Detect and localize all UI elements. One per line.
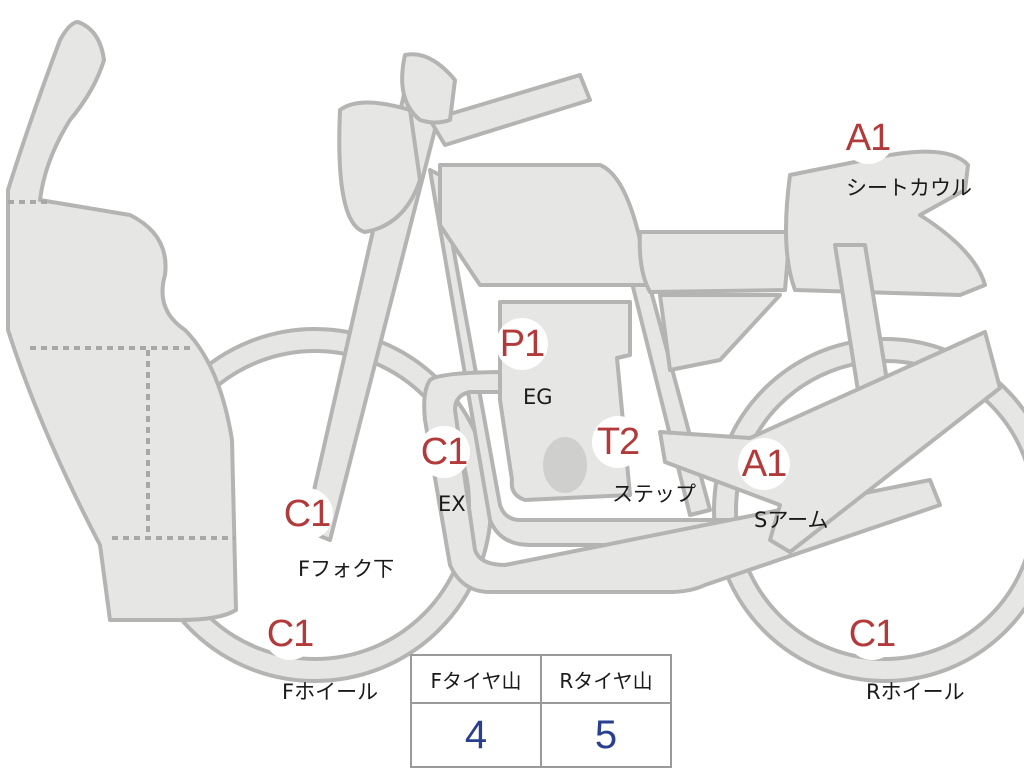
rear-wheel-code-badge: C1 (846, 608, 898, 660)
front-wheel-code-badge: C1 (264, 608, 316, 660)
step-label: ステップ (612, 482, 696, 506)
handlebar-shape (428, 73, 592, 147)
tire-tread-table: Fタイヤ山 Rタイヤ山 4 5 (410, 654, 672, 768)
headlight-shape (337, 100, 422, 234)
front-fork-label: Fフォク下 (298, 557, 395, 581)
swingarm-shape (658, 330, 1002, 554)
rear-tread-value: 5 (540, 702, 672, 768)
front-wheel-label: Fホイール (282, 680, 379, 704)
seat-cowl-label: シートカウル (846, 176, 972, 200)
fuel-tank-shape (438, 163, 652, 287)
engine-label: EG (523, 385, 553, 409)
front-fork-code-badge: C1 (281, 488, 333, 540)
front-tread-value: 4 (410, 702, 542, 768)
rear-tread-header: Rタイヤ山 (540, 654, 672, 704)
engine-code-badge: P1 (496, 318, 548, 370)
fairing-shape (6, 20, 238, 622)
exhaust-code-badge: C1 (418, 426, 470, 478)
swingarm-code-badge: A1 (738, 438, 790, 490)
exhaust-label: EX (438, 492, 466, 516)
seat-shape (637, 230, 792, 294)
front-tread-header: Fタイヤ山 (410, 654, 542, 704)
step-code-badge: T2 (592, 416, 644, 468)
swingarm-label: Sアーム (754, 508, 829, 532)
rear-wheel-label: Rホイール (866, 680, 965, 704)
seat-cowl-code-badge: A1 (842, 112, 894, 164)
